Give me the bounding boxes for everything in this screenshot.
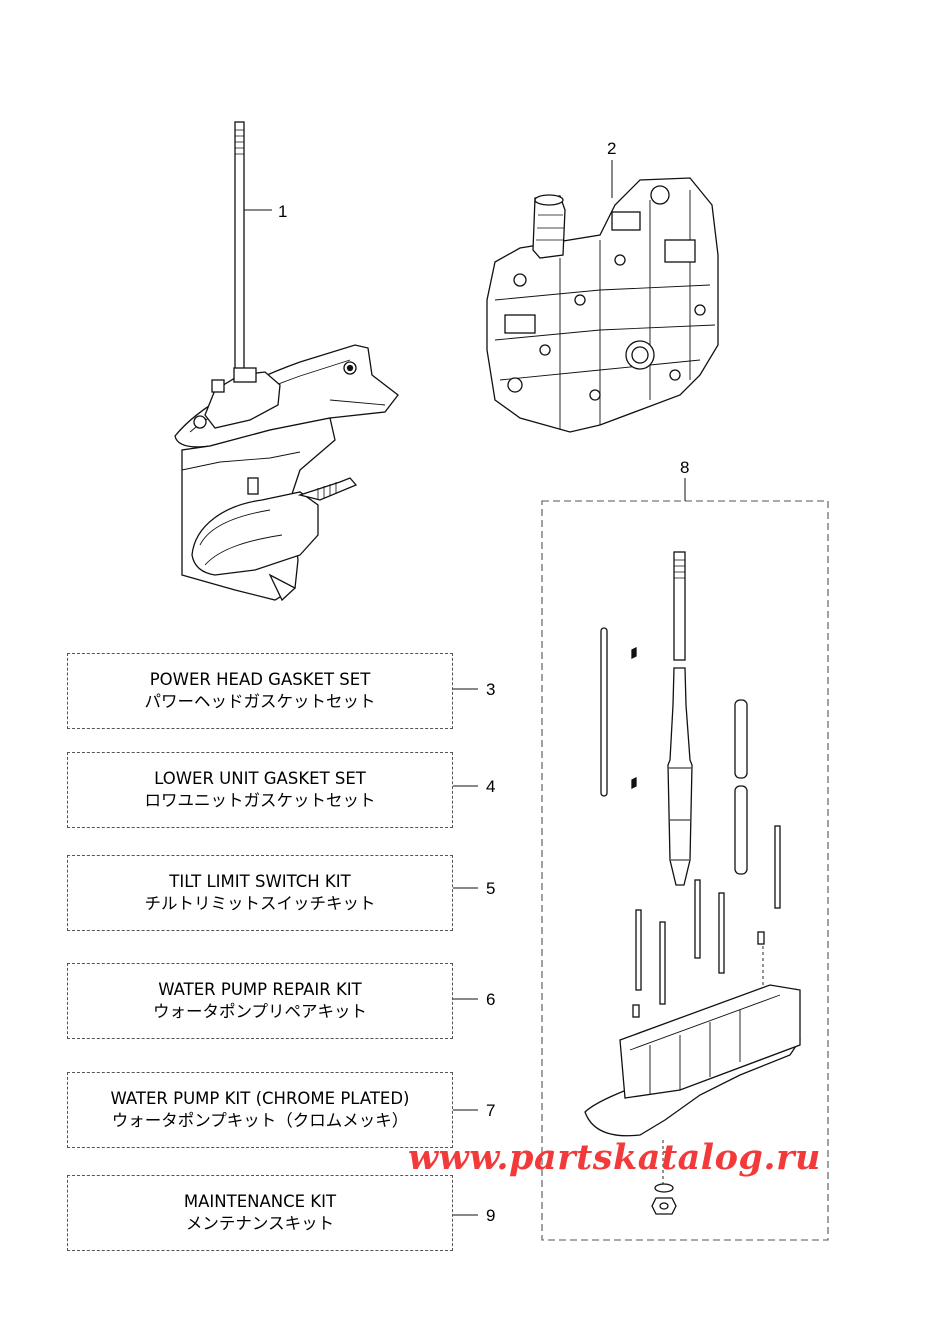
kit-8-parts-illustration — [584, 551, 801, 1215]
callout-6: 6 — [486, 990, 496, 1009]
callout-8: 8 — [680, 458, 690, 477]
kit-3-english-label: POWER HEAD GASKET SET — [149, 670, 371, 689]
callout-9: 9 — [486, 1206, 496, 1225]
kit-6-japanese-label: ウォータポンプリペアキット — [152, 1002, 367, 1021]
callout-1: 1 — [278, 202, 288, 221]
callout-4: 4 — [486, 777, 496, 796]
kit-box-water-pump-kit-chrome: WATER PUMP KIT (CHROME PLATED) ウォータポンプキッ… — [67, 1072, 453, 1148]
kit-6-english-label: WATER PUMP REPAIR KIT — [158, 980, 362, 999]
kit-5-japanese-label: チルトリミットスイッチキット — [144, 894, 376, 913]
kit-9-japanese-label: メンテナンスキット — [185, 1214, 335, 1233]
kit-9-english-label: MAINTENANCE KIT — [183, 1192, 337, 1211]
watermark-text: www.partskatalog.ru — [408, 1137, 821, 1178]
kit-box-tilt-limit-switch-kit: TILT LIMIT SWITCH KIT チルトリミットスイッチキット — [67, 855, 453, 931]
kit-5-english-label: TILT LIMIT SWITCH KIT — [169, 872, 351, 891]
callout-5: 5 — [486, 879, 496, 898]
callout-7: 7 — [486, 1101, 496, 1120]
callout-2: 2 — [607, 139, 617, 158]
kit-3-japanese-label: パワーヘッドガスケットセット — [144, 692, 376, 711]
kit-box-water-pump-repair-kit: WATER PUMP REPAIR KIT ウォータポンプリペアキット — [67, 963, 453, 1039]
kit-4-japanese-label: ロワユニットガスケットセット — [144, 791, 376, 810]
kit-box-lower-unit-gasket-set: LOWER UNIT GASKET SET ロワユニットガスケットセット — [67, 752, 453, 828]
leader-lines — [244, 160, 686, 1216]
kit-7-english-label: WATER PUMP KIT (CHROME PLATED) — [110, 1089, 410, 1108]
lower-unit-illustration — [174, 121, 399, 602]
kit-4-english-label: LOWER UNIT GASKET SET — [154, 769, 366, 788]
callout-3: 3 — [486, 680, 496, 699]
kit-7-japanese-label: ウォータポンプキット（クロムメッキ） — [111, 1111, 409, 1130]
power-head-illustration — [486, 177, 719, 433]
kit-box-power-head-gasket-set: POWER HEAD GASKET SET パワーヘッドガスケットセット — [67, 653, 453, 729]
kit-box-maintenance-kit: MAINTENANCE KIT メンテナンスキット — [67, 1175, 453, 1251]
